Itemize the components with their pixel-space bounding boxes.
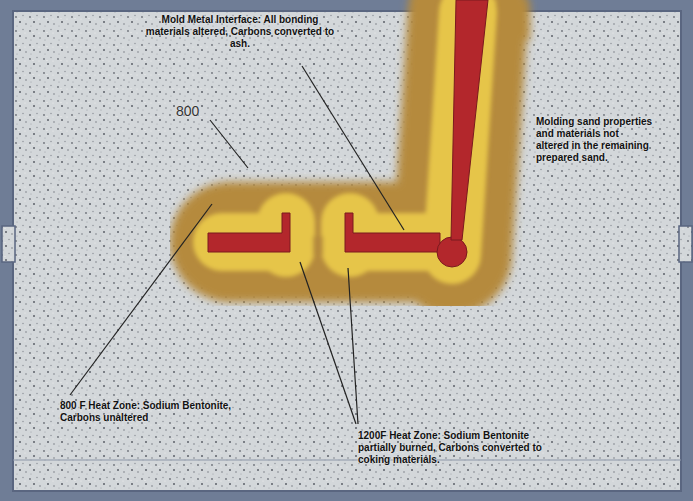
flask-sand [13,11,681,491]
flask-lug [2,226,15,262]
flask-lug [679,226,692,262]
sand-note: Molding sand properties and materials no… [536,116,654,164]
heat-zone-note: 800 F Heat Zone: Sodium Bentonite, Carbo… [60,400,250,424]
interface-note: Mold Metal Interface: All bonding materi… [140,14,340,50]
callout-number: 800 [176,103,216,119]
leader-lines [70,66,404,424]
heat-zone-note: 1200F Heat Zone: Sodium Bentonite partia… [358,430,548,466]
heat-zone-1200 [222,0,496,255]
parting-line [13,460,681,461]
